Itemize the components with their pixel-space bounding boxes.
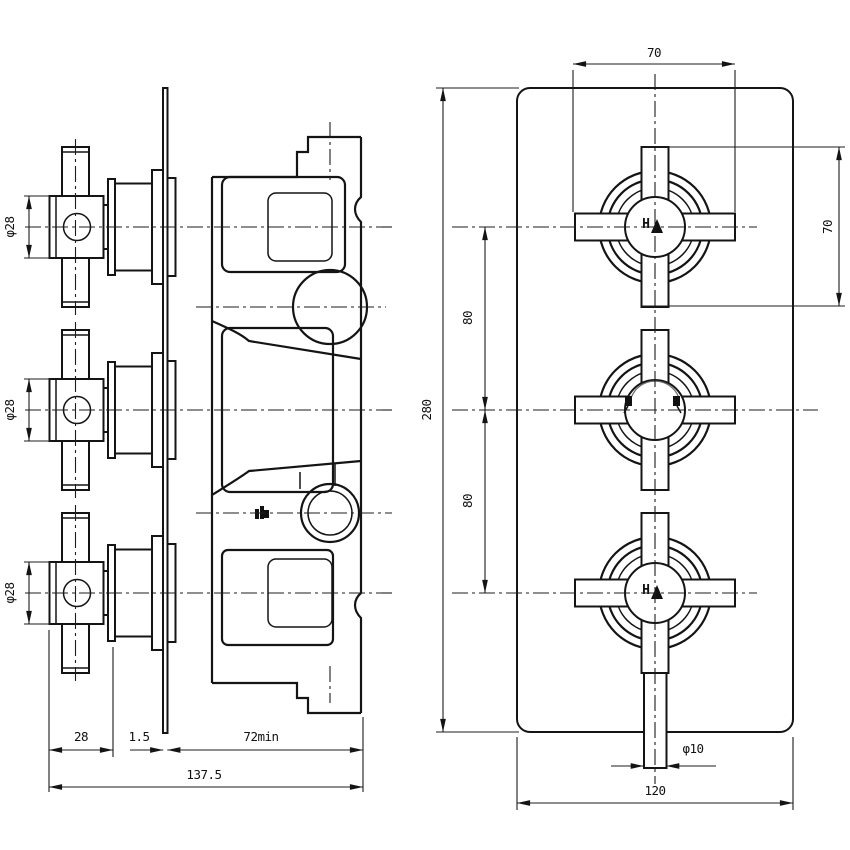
dim-label-280: 280: [419, 399, 434, 420]
dim-label-phi10: φ10: [682, 741, 703, 756]
body-boss-bottom: [220, 548, 335, 647]
side-view: φ28 φ28 φ28 28 1.5 72min 137.5: [2, 87, 392, 792]
body-top-step: [212, 135, 361, 179]
dim-label-phi28-bot: φ28: [2, 582, 17, 603]
body-funnel-bottom: [211, 459, 362, 496]
hub-mark-letter: H: [642, 217, 650, 232]
dim-label-28: 28: [74, 729, 88, 744]
outlet-connectors: [299, 463, 336, 489]
side-centerlines: [25, 139, 392, 681]
side-dimensions: φ28 φ28 φ28 28 1.5 72min 137.5: [2, 195, 364, 792]
hub-index-mark-left: [625, 396, 632, 406]
dim-label-80-upper: 80: [460, 311, 475, 325]
dim-label-1-5: 1.5: [128, 729, 149, 744]
dim-label-70-right: 70: [820, 220, 835, 234]
body-funnel-top: [211, 319, 362, 361]
front-dimensions: 70 70 80 80 280 φ10 120: [419, 45, 845, 810]
dim-ext-70-right: [642, 146, 845, 307]
body-bottom-step: [212, 681, 361, 715]
dim-ext-bottom: [48, 630, 364, 792]
hub-mark-pointer: [651, 219, 663, 233]
hub-mark-letter: H: [642, 583, 650, 598]
dim-ext-120: [516, 737, 794, 810]
front-centerlines: [452, 74, 818, 784]
dim-ext-280: [436, 87, 519, 733]
dim-label-80-lower: 80: [460, 494, 475, 508]
dim-ext-70-top: [572, 70, 736, 212]
hub-mark-pointer: [651, 585, 663, 599]
dim-label-phi28-top: φ28: [2, 216, 17, 237]
dim-label-72min: 72min: [243, 729, 278, 744]
body-right-edge: [353, 137, 363, 713]
valve-body: [210, 122, 369, 715]
dim-label-120: 120: [644, 783, 665, 798]
front-view: H H: [419, 45, 845, 810]
dim-label-phi28-mid: φ28: [2, 399, 17, 420]
body-boss-top: [220, 175, 347, 274]
hub-index-mark-right: [673, 396, 680, 406]
dim-label-70-top: 70: [647, 45, 661, 60]
dim-label-137-5: 137.5: [186, 767, 221, 782]
